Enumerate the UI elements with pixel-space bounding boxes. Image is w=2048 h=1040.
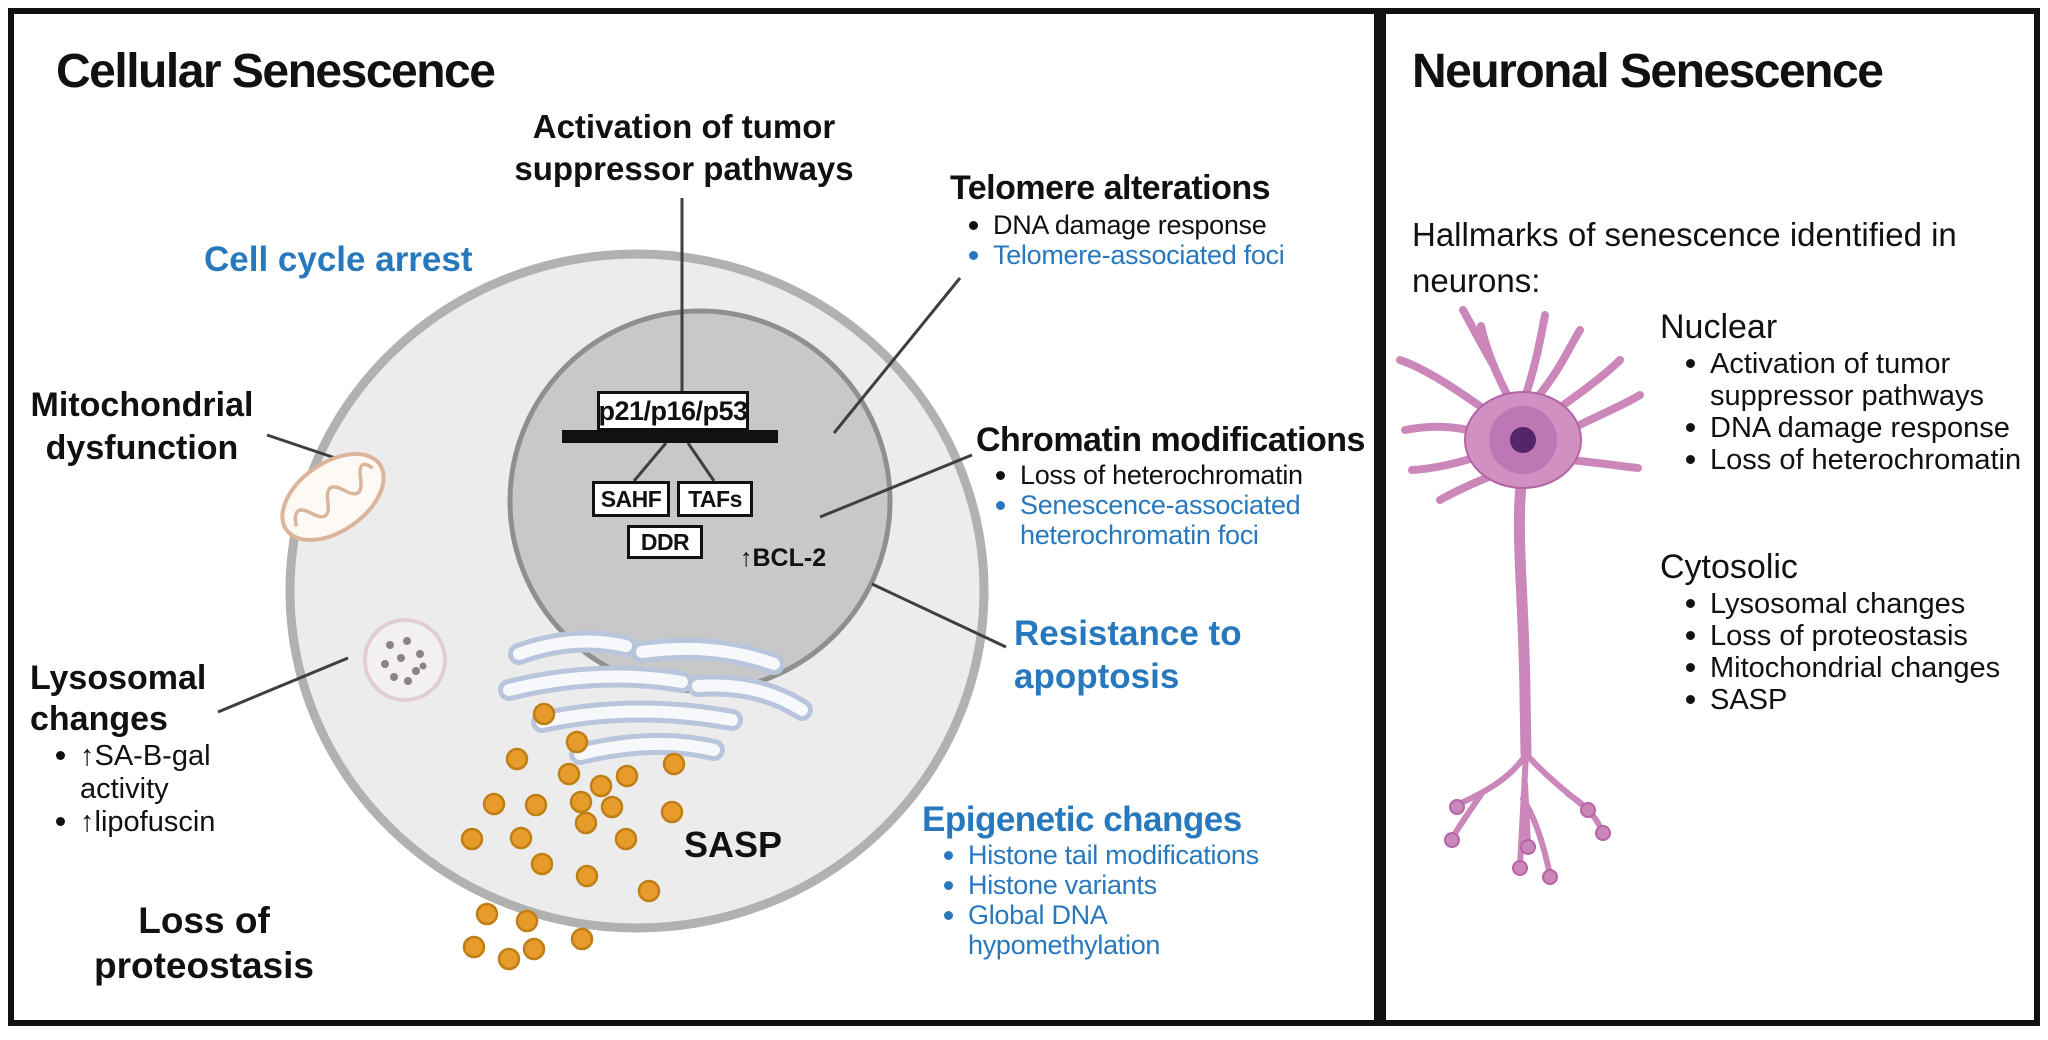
bullet-dot — [1686, 631, 1695, 640]
list-item-text: Histone variants — [968, 870, 1157, 900]
lysosomal-bullets: ↑SA-B-gal activity ↑lipofuscin — [56, 740, 215, 839]
bullet-dot — [969, 251, 978, 260]
mitochondrion-icon — [280, 452, 386, 542]
bcl2-label: ↑BCL-2 — [740, 544, 827, 572]
list-item: DNA damage response — [969, 210, 1284, 240]
list-item-text: Loss of proteostasis — [1710, 620, 1968, 652]
list-item: DNA damage response — [1686, 412, 2021, 444]
nuclear-bullets: Activation of tumor suppressor pathways … — [1686, 348, 2021, 476]
chromatin-heading: Chromatin modifications — [976, 421, 1365, 459]
telomere-heading: Telomere alterations — [950, 169, 1271, 207]
nuclear-heading: Nuclear — [1660, 308, 1778, 346]
lysosomal-changes-heading: Lysosomal changes — [30, 659, 207, 738]
right-panel-title: Neuronal Senescence — [1412, 45, 1884, 98]
bullet-dot — [1686, 455, 1695, 464]
list-item-text: ↑SA-B-gal activity — [80, 740, 211, 805]
list-item-text: DNA damage response — [1710, 412, 2010, 444]
list-item-text: Activation of tumor suppressor pathways — [1710, 348, 1985, 412]
golgi-er-icon — [498, 630, 813, 765]
connector-chromatin — [819, 453, 973, 519]
bullet-dot — [944, 851, 953, 860]
axon-terminal-bulbs — [1444, 799, 1611, 885]
list-item-text: Mitochondrial changes — [1710, 652, 2001, 684]
chromatin-bar — [562, 430, 778, 443]
list-item: Loss of heterochromatin — [996, 460, 1303, 490]
list-item-text: SASP — [1710, 684, 1788, 716]
list-item: Telomere-associated foci — [969, 240, 1285, 270]
list-item-text: Loss of heterochromatin — [1710, 444, 2022, 476]
list-item-text: DNA damage response — [993, 210, 1267, 240]
list-item: Loss of proteostasis — [1686, 620, 2000, 652]
list-item-text: Global DNA hypomethylation — [968, 900, 1161, 960]
bullet-dot — [56, 817, 65, 826]
bullet-dot — [944, 881, 953, 890]
list-item: ↑lipofuscin — [56, 806, 215, 839]
list-item: Histone variants — [944, 870, 1259, 900]
cellular-senescence-panel: Cellular Senescence Activation of tumor … — [8, 8, 1380, 1026]
list-item-text: Senescence-associated heterochromatin fo… — [1020, 490, 1301, 550]
sahf-box: SAHF — [592, 481, 670, 517]
activation-label: Activation of tumor suppressor pathways — [514, 108, 854, 187]
list-item: SASP — [1686, 684, 2000, 716]
connector-lysosome — [217, 656, 349, 714]
epigenetic-bullets: Histone tail modifications Histone varia… — [944, 840, 1259, 960]
list-item-text: Histone tail modifications — [968, 840, 1259, 870]
p21-p16-p53-box: p21/p16/p53 — [597, 391, 749, 431]
sasp-label: SASP — [684, 824, 783, 865]
connector-lines — [217, 198, 1007, 714]
list-item: Mitochondrial changes — [1686, 652, 2000, 684]
list-item: Senescence-associated heterochromatin fo… — [996, 490, 1303, 550]
connector-telomere — [832, 277, 962, 434]
connector-tafs — [686, 442, 716, 482]
bullet-dot — [56, 751, 65, 760]
bullet-dot — [944, 911, 953, 920]
list-item: ↑SA-B-gal activity — [56, 740, 215, 806]
list-item: Histone tail modifications — [944, 840, 1259, 870]
left-panel-title: Cellular Senescence — [56, 45, 496, 98]
connector-resistance — [871, 582, 1007, 649]
chromatin-bullets: Loss of heterochromatin Senescence-assoc… — [996, 460, 1303, 550]
list-item-text: Loss of heterochromatin — [1020, 460, 1303, 490]
hallmarks-intro: Hallmarks of senescence identified in ne… — [1412, 216, 1957, 299]
bullet-dot — [969, 221, 978, 230]
connector-sahf — [632, 442, 668, 482]
bullet-dot — [1686, 663, 1695, 672]
neuron-nucleolus — [1510, 427, 1536, 453]
bullet-dot — [1686, 695, 1695, 704]
bullet-dot — [996, 501, 1005, 510]
list-item: Lysosomal changes — [1686, 588, 2000, 620]
list-item: Loss of heterochromatin — [1686, 444, 2021, 476]
cytosolic-bullets: Lysosomal changes Loss of proteostasis M… — [1686, 588, 2000, 716]
telomere-bullets: DNA damage response Telomere-associated … — [969, 210, 1285, 270]
bullet-dot — [1686, 599, 1695, 608]
list-item-text: ↑lipofuscin — [80, 806, 216, 838]
bullet-dot — [996, 471, 1005, 480]
tafs-box: TAFs — [677, 481, 753, 517]
mitochondrial-dysfunction-label: Mitochondrial dysfunction — [30, 386, 254, 467]
cytosolic-heading: Cytosolic — [1660, 548, 1798, 586]
list-item: Global DNA hypomethylation — [944, 900, 1259, 960]
epigenetic-heading: Epigenetic changes — [922, 800, 1242, 839]
list-item: Activation of tumor suppressor pathways — [1686, 348, 2021, 412]
bullet-dot — [1686, 359, 1695, 368]
list-item-text: Telomere-associated foci — [993, 240, 1285, 270]
list-item-text: Lysosomal changes — [1710, 588, 1966, 620]
resistance-apoptosis-label: Resistance to apoptosis — [1014, 614, 1242, 696]
loss-of-proteostasis-label: Loss of proteostasis — [93, 900, 314, 986]
sasp-dots — [460, 702, 686, 971]
cell-cycle-arrest-label: Cell cycle arrest — [204, 240, 473, 279]
neuronal-senescence-panel: Neuronal Senescence Hallmarks of senesce… — [1380, 8, 2040, 1026]
ddr-box: DDR — [627, 525, 703, 559]
neuron-icon — [1396, 306, 1644, 885]
lysosome-icon — [363, 618, 447, 702]
bullet-dot — [1686, 423, 1695, 432]
